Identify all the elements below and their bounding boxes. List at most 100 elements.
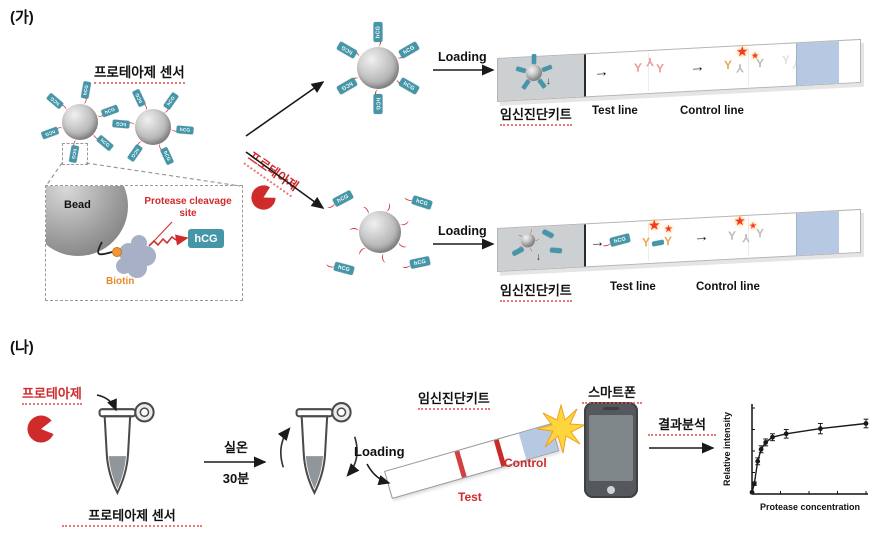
loading-label-bottom: Loading: [438, 224, 487, 238]
linker-icon: [359, 205, 370, 217]
released-hcg-tag: [549, 247, 563, 254]
linker-icon: [92, 131, 102, 141]
released-hcg-tag: hCG: [409, 256, 431, 269]
cleavage-site-label: Protease cleavage site: [144, 196, 232, 219]
biotin-dot: [112, 247, 122, 257]
magnifier-dash-line: [45, 162, 63, 187]
absorbent-pad: [796, 211, 839, 256]
linker-icon: [58, 103, 68, 113]
antibody-icon: Y: [756, 56, 765, 71]
antibody-icon: Y: [736, 61, 745, 76]
magnifier-box: [62, 143, 88, 165]
panel-a-tag: (가): [10, 9, 34, 26]
released-hcg-tag: hCG: [332, 189, 354, 208]
hcg-tag: hCG: [398, 41, 421, 59]
linker-icon: [171, 126, 180, 132]
kit-label-b: 임신진단키트: [418, 388, 490, 410]
sensor-label-a: 프로테아제 센서: [94, 61, 185, 84]
bead: [135, 109, 171, 145]
flow-arrow-icon: →: [690, 58, 705, 76]
linker-icon: [395, 76, 406, 86]
sample-pad: [498, 54, 586, 101]
linker-icon: [80, 95, 88, 105]
sensor-label-b: 프로테아제 센서: [62, 505, 202, 527]
test-line-label-top: Test line: [592, 105, 638, 117]
flow-arrow-icon: →: [594, 63, 609, 81]
linker-icon: [126, 122, 135, 128]
antibody-icon: Y: [634, 60, 643, 75]
signal-star-icon: ★: [734, 212, 746, 229]
antibody-icon: Y: [724, 57, 733, 73]
linker-icon: [350, 50, 361, 60]
protease-icon: [27, 415, 54, 443]
loading-label-b: Loading: [354, 444, 405, 459]
test-line: [454, 450, 467, 478]
squiggle-to-hcg: [174, 234, 189, 246]
kit-label-top: 임신진단키트: [500, 104, 572, 126]
linker-icon: [398, 217, 410, 227]
lateral-flow-strip-bottom: ↓ → hCG Y ★ ★ Y → Y ★ Y ★ Y: [497, 208, 861, 272]
bead: [359, 211, 401, 253]
linker-icon: [375, 89, 381, 99]
hcg-tag: hCG: [159, 146, 174, 166]
released-hcg-tag: hCG: [333, 261, 355, 276]
flowing-hcg-tag: hCG: [609, 233, 631, 247]
smartphone-icon: [584, 402, 638, 498]
hcg-tag: hCG: [132, 88, 147, 108]
microtube-icon: [98, 402, 155, 496]
test-label: Test: [458, 490, 482, 504]
phone-speaker: [603, 407, 619, 410]
inset-art: [97, 221, 189, 278]
hcg-box: hCG: [188, 229, 224, 248]
mixing-arrow: [346, 436, 360, 477]
antibody-icon: Y: [646, 54, 655, 70]
flow-arrow-icon: →: [694, 227, 709, 246]
kit-label-bottom: 임신진단키트: [500, 280, 572, 302]
hcg-tag: hCG: [100, 104, 120, 118]
linker-icon: [375, 37, 381, 47]
hcg-tag: hCG: [335, 41, 358, 59]
magnifier-dash-line: [85, 162, 241, 187]
graph-ylabel: Relative intensity: [722, 412, 732, 486]
streptavidin-blob: [116, 235, 156, 278]
antibody-icon: Y: [782, 52, 791, 68]
antibody-icon: Y: [642, 234, 651, 250]
incubation-temp-label: 실온: [224, 440, 248, 455]
hcg-tag: hCG: [335, 77, 358, 95]
linker-icon: [135, 140, 145, 150]
cleavage-squiggle: [148, 235, 177, 247]
biotin-label: Biotin: [106, 276, 135, 287]
hcg-tag: hCG: [95, 134, 114, 151]
control-label: Control: [504, 456, 547, 470]
phone-screen: [589, 415, 633, 481]
result-graph: Protease concentration Relative intensit…: [722, 404, 869, 512]
linker-icon: [397, 239, 409, 249]
bead: [357, 47, 399, 89]
hcg-tag: hCG: [373, 22, 383, 42]
microtube-mixing-icon: [277, 402, 360, 496]
hcg-tag: hCG: [46, 93, 65, 110]
phone-home-button: [607, 486, 615, 494]
panel-b-tag: (나): [10, 339, 34, 356]
antibody-icon: Y: [792, 57, 801, 72]
hcg-tag: hCG: [40, 126, 60, 140]
down-arrow-icon: ↓: [536, 251, 541, 263]
antibody-icon: Y: [656, 61, 665, 76]
down-arrow-icon: ↓: [546, 76, 551, 88]
flash-icon: [536, 404, 586, 454]
incubation-time-label: 30분: [222, 471, 250, 486]
test-line-label-bottom: Test line: [610, 281, 656, 293]
hcg-tag: hCG: [126, 144, 143, 163]
linker-icon: [395, 50, 406, 60]
linker-icon: [382, 201, 391, 212]
branch-arrow-top: [245, 81, 325, 137]
cleavage-pointer: [153, 221, 173, 242]
antibody-icon: Y: [742, 230, 751, 246]
antibody-icon: Y: [756, 226, 765, 241]
linker-icon: [161, 104, 171, 114]
linker-icon: [381, 252, 389, 263]
linker-line: [97, 241, 113, 256]
mixing-arrow: [277, 427, 291, 468]
analysis-label: 결과분석: [648, 414, 716, 436]
